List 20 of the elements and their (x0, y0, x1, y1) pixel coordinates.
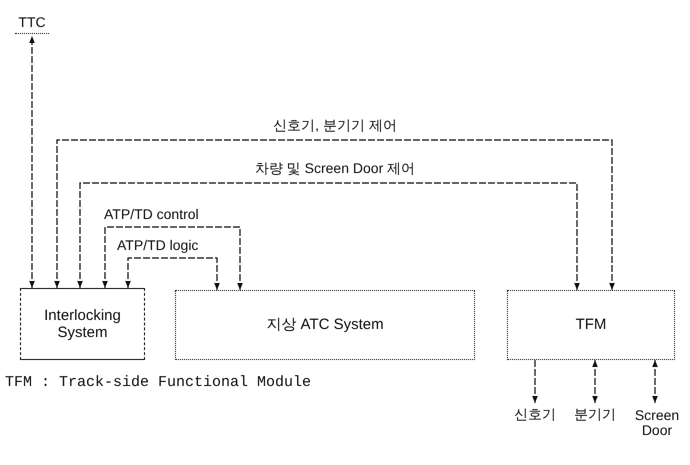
arrow (652, 360, 658, 403)
system-box: Interlocking System (20, 288, 145, 360)
arrow (77, 182, 580, 290)
edge-label: ATP/TD control (104, 206, 199, 222)
system-box: 지상 ATC System (175, 290, 475, 360)
edge-label: 차량 및 Screen Door 제어 (254, 160, 416, 178)
device-label: 신호기 (510, 404, 560, 424)
arrow (102, 226, 243, 290)
device-label: Screen Door (627, 404, 687, 442)
system-label: TTC (15, 12, 49, 34)
arrow (125, 257, 220, 290)
arrow (54, 139, 615, 290)
edge-label: 신호기, 분기기 제어 (272, 117, 398, 135)
device-label: 분기기 (570, 404, 620, 424)
note-text: TFM : Track-side Functional Module (5, 374, 312, 391)
arrow (592, 360, 598, 403)
module-box: TFM (507, 290, 675, 360)
arrow (29, 36, 35, 288)
arrow (532, 360, 538, 403)
edge-label: ATP/TD logic (117, 237, 198, 253)
